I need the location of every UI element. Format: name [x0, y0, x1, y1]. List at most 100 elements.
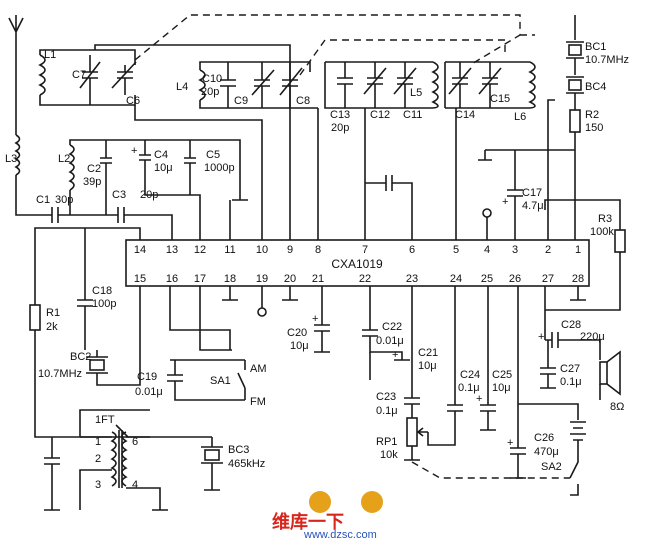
label-l6: L6	[514, 111, 526, 123]
value-speaker: 8Ω	[610, 401, 624, 413]
plus-c20: +	[312, 313, 318, 325]
label-c7: C7	[72, 69, 86, 81]
label-c28: C28	[561, 319, 581, 331]
label-fm: FM	[250, 396, 266, 408]
value-c17: 4.7μ	[522, 200, 544, 212]
ic-pin-2: 2	[545, 244, 551, 256]
ic-pin-17: 17	[194, 273, 206, 285]
ic-pin-26: 26	[509, 273, 521, 285]
capacitor-c1	[51, 207, 70, 223]
plus-c28: +	[538, 331, 544, 343]
ic-pin-13: 13	[166, 244, 178, 256]
ic-pin-4: 4	[484, 244, 490, 256]
ic-pin-3: 3	[512, 244, 518, 256]
value-r3: 100k	[590, 226, 614, 238]
value-c21: 10μ	[418, 360, 437, 372]
inductor-l6	[528, 61, 536, 109]
plus-c26: +	[507, 437, 513, 449]
ic-pin-10: 10	[256, 244, 268, 256]
test-point-pin4	[482, 208, 492, 218]
label-bc4: BC4	[585, 81, 606, 93]
value-c25: 10μ	[492, 382, 511, 394]
label-r2: R2	[585, 109, 599, 121]
resistor-r2	[569, 109, 581, 133]
ic-pin-9: 9	[287, 244, 293, 256]
label-c14: C14	[455, 109, 475, 121]
label-l3: L3	[5, 153, 17, 165]
watermark-logo-text: 维库一下	[272, 511, 344, 532]
label-l1: L1	[44, 49, 56, 61]
label-c25: C25	[492, 369, 512, 381]
ic-pin-14: 14	[134, 244, 146, 256]
resistor-r3	[614, 229, 626, 253]
label-rp1: RP1	[376, 436, 397, 448]
label-r1: R1	[46, 307, 60, 319]
ic-pin-15: 15	[134, 273, 146, 285]
ic-pin-21: 21	[312, 273, 324, 285]
label-l4: L4	[176, 81, 188, 93]
ic-pin-12: 12	[194, 244, 206, 256]
label-c4: C4	[154, 149, 168, 161]
potentiometer-rp1	[406, 417, 418, 447]
label-c17: C17	[522, 187, 542, 199]
label-c3: C3	[112, 189, 126, 201]
plus-c21: +	[392, 349, 398, 361]
transformer-1ft	[110, 424, 129, 488]
label-c20: C20	[287, 327, 307, 339]
value-c2: 39p	[83, 176, 101, 188]
ic-name: CXA1019	[331, 257, 383, 271]
ic-pin-1: 1	[575, 244, 581, 256]
ic-pin-20: 20	[284, 273, 296, 285]
label-c27: C27	[560, 363, 580, 375]
ift-pin-6: 6	[132, 436, 138, 448]
value-c28: 220μ	[580, 331, 605, 343]
inductor-l4	[198, 69, 206, 101]
antenna	[8, 15, 24, 60]
value-c4: 10μ	[154, 162, 173, 174]
plus-c4: +	[131, 145, 137, 157]
ift-pin-3: 3	[95, 479, 101, 491]
ic-pin-8: 8	[315, 244, 321, 256]
value-bc1: 10.7MHz	[585, 54, 629, 66]
ift-pin-1: 1	[95, 436, 101, 448]
value-c18: 100p	[92, 298, 116, 310]
label-c23: C23	[376, 391, 396, 403]
value-c27: 0.1μ	[560, 376, 582, 388]
ift-pin-2: 2	[95, 453, 101, 465]
label-c2: C2	[87, 163, 101, 175]
label-c13: C13	[330, 109, 350, 121]
ic-pin-5: 5	[453, 244, 459, 256]
speaker-icon	[599, 350, 621, 400]
label-c6: C6	[126, 95, 140, 107]
inductor-l5	[431, 61, 439, 109]
value-bc2: 10.7MHz	[38, 368, 82, 380]
value-c1: 30p	[55, 194, 73, 206]
ic-pin-22: 22	[359, 273, 371, 285]
ic-pin-6: 6	[409, 244, 415, 256]
plus-c25: +	[476, 393, 482, 405]
label-l5: L5	[410, 87, 422, 99]
value-c10: 20p	[201, 86, 219, 98]
label-bc2: BC2	[70, 351, 91, 363]
value-rp1: 10k	[380, 449, 398, 461]
cxa1019-ic: CXA1019	[125, 239, 590, 287]
watermark-logo: 维库一下 www.dzsc.com	[272, 491, 383, 540]
ic-pin-23: 23	[406, 273, 418, 285]
value-c24: 0.1μ	[458, 382, 480, 394]
label-c9: C9	[234, 95, 248, 107]
inductor-l2	[68, 144, 75, 191]
label-l2: L2	[58, 153, 70, 165]
value-c19: 0.01μ	[135, 386, 163, 398]
label-c24: C24	[460, 369, 480, 381]
crystal-bc1	[566, 41, 584, 59]
value-bc3: 465kHz	[228, 458, 265, 470]
label-c12: C12	[370, 109, 390, 121]
label-bc1: BC1	[585, 41, 606, 53]
ic-pin-18: 18	[224, 273, 236, 285]
label-c21: C21	[418, 347, 438, 359]
value-c22: 0.01μ	[376, 335, 404, 347]
label-c10: C10	[202, 73, 222, 85]
crystal-bc3	[201, 437, 223, 491]
watermark-url: www.dzsc.com	[303, 529, 377, 540]
